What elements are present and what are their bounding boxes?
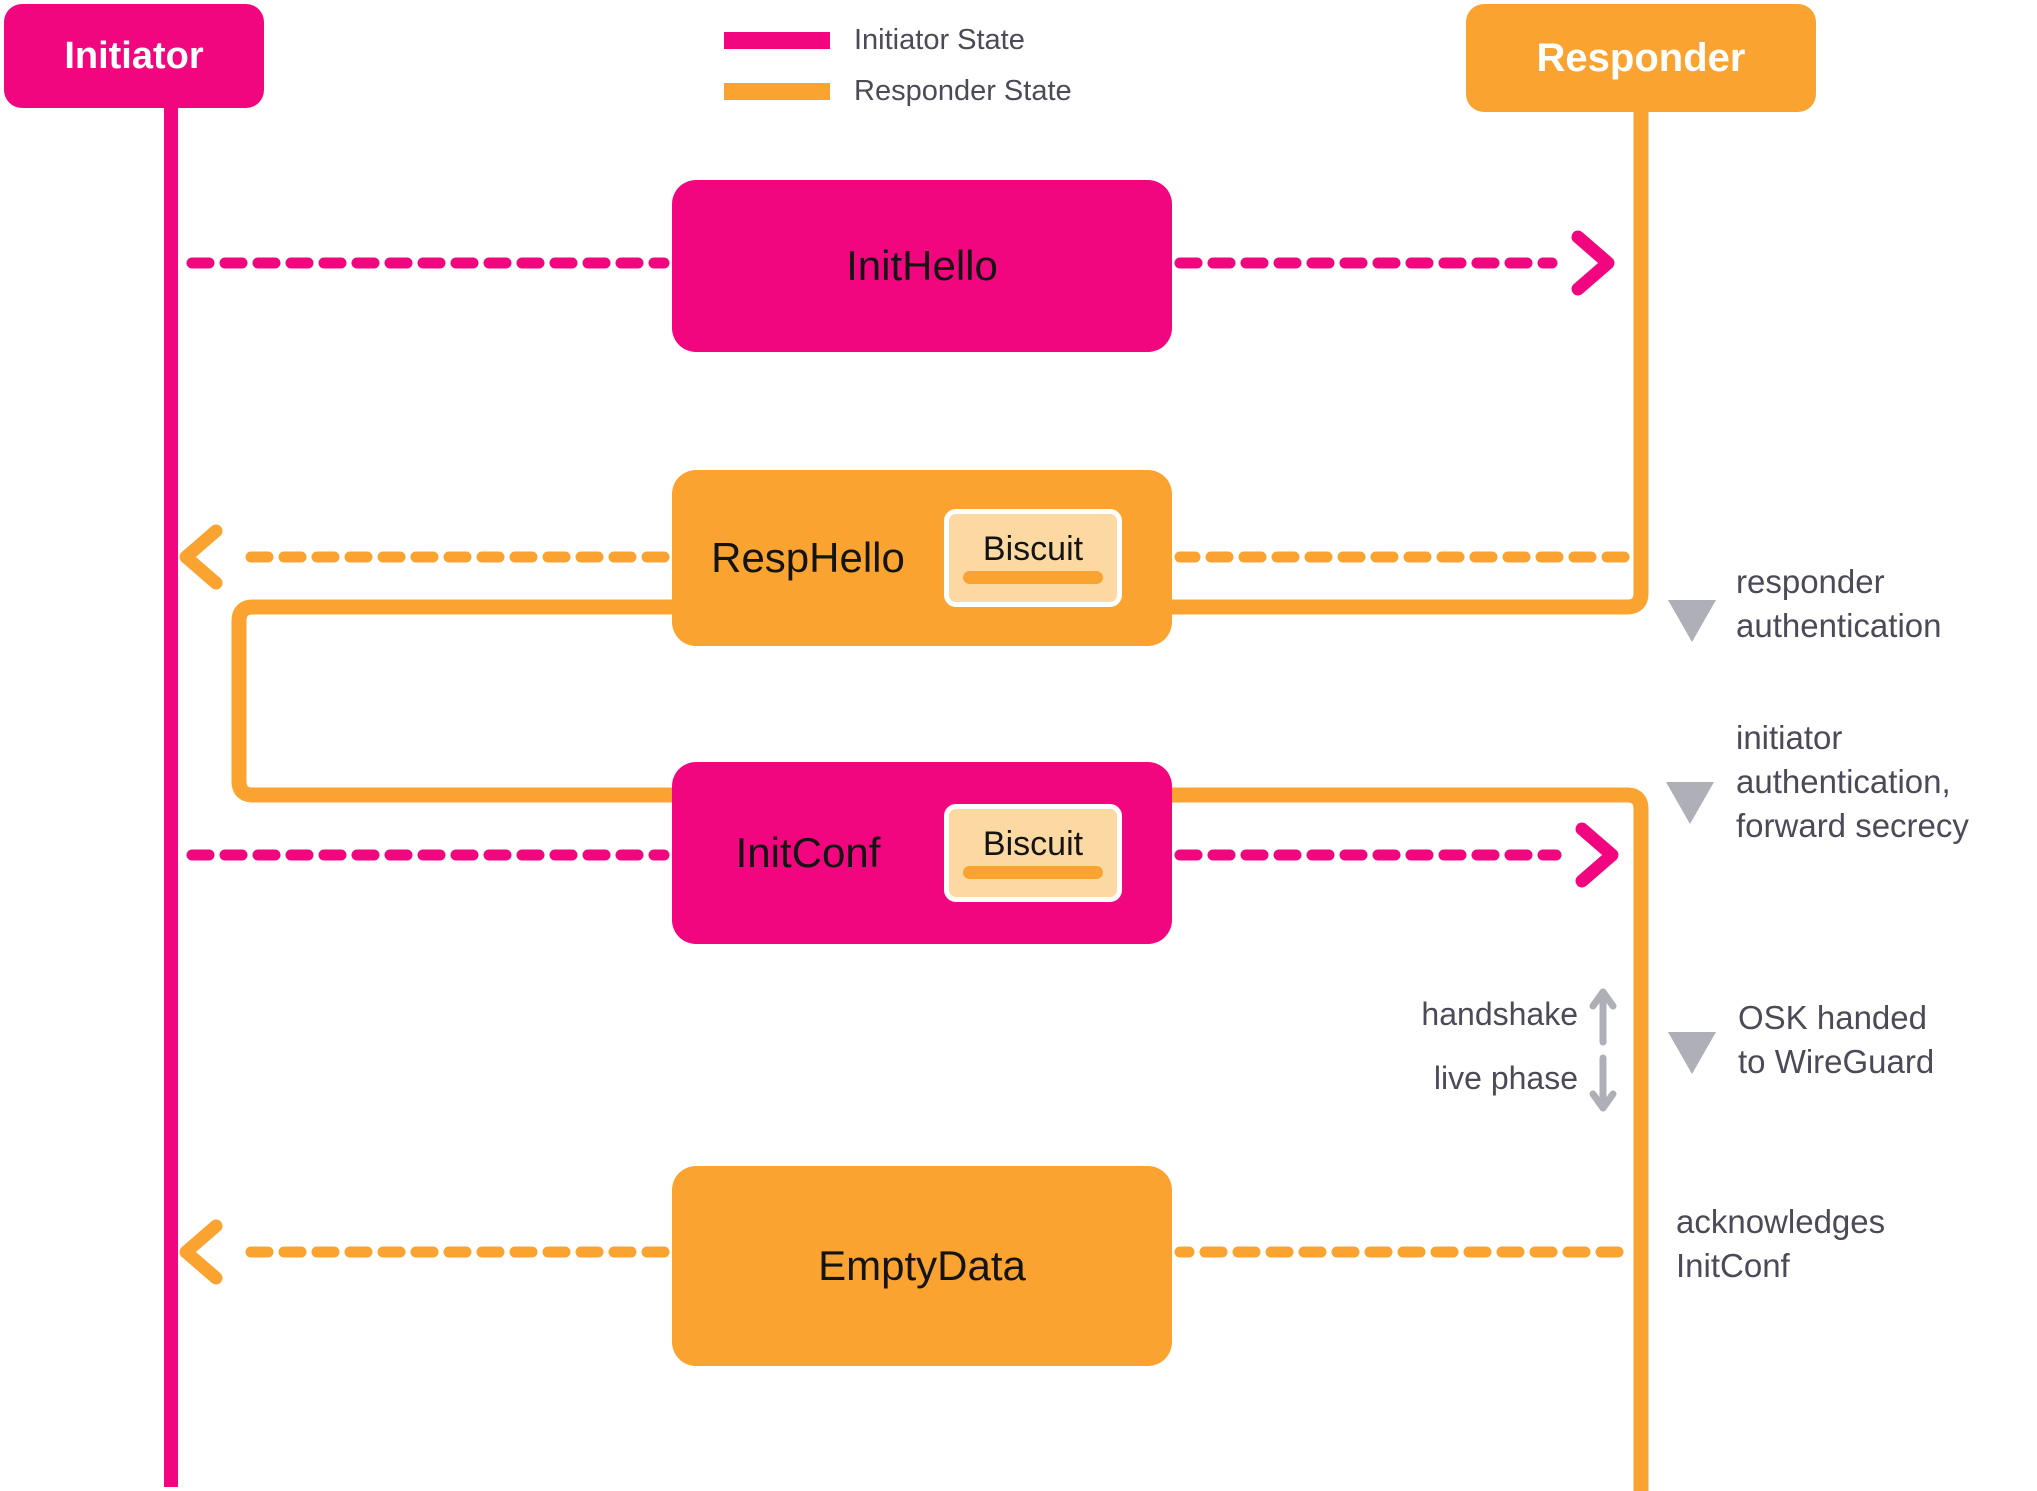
legend-item-responder-state: Responder State: [724, 75, 1072, 108]
initiator-state-swatch: [724, 32, 830, 49]
inithello-arrowhead-right-icon: [1571, 230, 1615, 296]
handshake-phase-label: handshake: [1421, 996, 1578, 1032]
annotation-line: to WireGuard: [1738, 1043, 1935, 1080]
emptydata-arrowhead-left-icon: [179, 1219, 223, 1285]
message-label: InitConf: [735, 829, 881, 876]
biscuit-chip: Biscuit: [944, 804, 1122, 902]
responder-auth-triangle-icon: [1668, 600, 1716, 642]
annotation-line: acknowledges: [1676, 1203, 1886, 1240]
live-phase-down-arrow-icon: [1589, 1054, 1617, 1112]
legend-label: Initiator State: [854, 24, 1025, 56]
annotation-line: OSK handed: [1738, 999, 1927, 1036]
annotation-responder-authentication: responder authentication: [1736, 560, 1942, 648]
annotation-line: authentication,: [1736, 763, 1951, 800]
message-box-initconf: InitConf Biscuit: [672, 762, 1172, 944]
annotation-initiator-authentication: initiator authentication, forward secrec…: [1736, 716, 1969, 848]
biscuit-chip: Biscuit: [944, 509, 1122, 607]
annotation-line: InitConf: [1676, 1247, 1790, 1284]
message-label: EmptyData: [818, 1242, 1026, 1289]
biscuit-underline-bar: [963, 866, 1103, 879]
responder-state-swatch: [724, 83, 830, 100]
initiator-actor-box: Initiator: [4, 4, 264, 108]
message-box-resphello: RespHello Biscuit: [672, 470, 1172, 646]
initiator-actor-label: Initiator: [64, 34, 204, 77]
annotation-line: responder: [1736, 563, 1885, 600]
biscuit-label: Biscuit: [982, 530, 1084, 568]
live-phase-label: live phase: [1433, 1060, 1578, 1096]
annotation-line: authentication: [1736, 607, 1942, 644]
annotation-osk-handed: OSK handed to WireGuard: [1738, 996, 1934, 1084]
legend-item-initiator-state: Initiator State: [724, 24, 1072, 57]
legend: Initiator State Responder State: [724, 24, 1072, 108]
biscuit-underline-bar: [963, 571, 1103, 584]
resphello-arrowhead-left-icon: [179, 524, 223, 590]
initiator-auth-triangle-icon: [1666, 782, 1714, 824]
initconf-arrowhead-right-icon: [1575, 822, 1619, 888]
annotation-acknowledges-initconf: acknowledges InitConf: [1676, 1200, 1885, 1288]
legend-label: Responder State: [854, 75, 1072, 107]
annotation-line: forward secrecy: [1736, 807, 1969, 844]
message-label: InitHello: [846, 242, 998, 289]
annotation-line: initiator: [1736, 719, 1843, 756]
message-box-inithello: InitHello: [672, 180, 1172, 352]
responder-state-path: [231, 106, 1649, 1491]
message-box-emptydata: EmptyData: [672, 1166, 1172, 1366]
osk-triangle-icon: [1668, 1032, 1716, 1074]
responder-actor-box: Responder: [1466, 4, 1816, 112]
message-label: RespHello: [711, 534, 905, 581]
responder-actor-label: Responder: [1536, 35, 1746, 80]
handshake-up-arrow-icon: [1589, 988, 1617, 1046]
biscuit-label: Biscuit: [982, 825, 1084, 863]
